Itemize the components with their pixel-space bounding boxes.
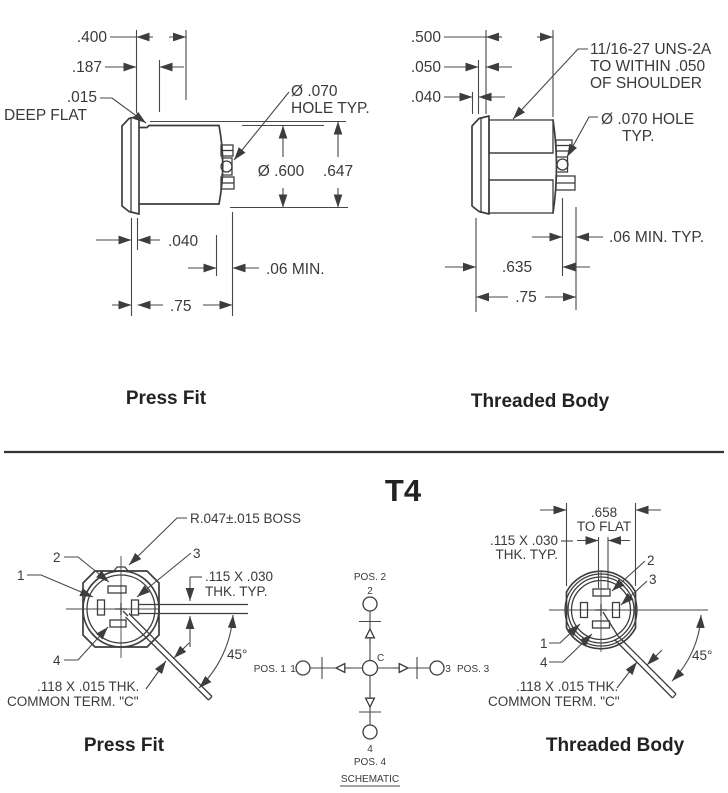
common-term-label-right-2: COMMON TERM. "C" (488, 694, 620, 709)
press-fit-front-view: R.047±.015 BOSS 2 1 3 4 .115 X .030 THK.… (7, 511, 301, 756)
schematic-pin2-label: 2 (367, 586, 373, 597)
terminal-thk-label-right-1: .115 X .030 (490, 533, 558, 548)
schematic-pos3-label: POS. 3 (457, 664, 490, 675)
dim-050-label: .050 (411, 59, 442, 76)
press-fit-front-caption: Press Fit (84, 735, 165, 756)
pin-3-label-right: 3 (649, 572, 657, 587)
dim-75-label-right: .75 (515, 289, 537, 306)
threaded-side-caption: Threaded Body (471, 391, 610, 412)
dim-040-label: .040 (411, 89, 442, 106)
dim-187-label: .187 (72, 59, 102, 76)
hole-typ-label-right: TYP. (622, 128, 654, 145)
press-fit-front-outline (66, 556, 160, 658)
dim-400-label: .400 (77, 29, 108, 46)
schematic-pos1-label: POS. 1 (254, 664, 287, 675)
dim-015-label: .015 (67, 89, 97, 106)
angle-45-label: 45° (227, 647, 247, 662)
schematic-common-label: C (377, 653, 384, 664)
schematic-pos4-label: POS. 4 (354, 757, 387, 768)
hole-typ-label: HOLE TYP. (291, 100, 370, 117)
pin-4-label-right: 4 (540, 655, 548, 670)
thread-spec-line3: OF SHOULDER (590, 75, 702, 92)
schematic-pin1-label: 1 (290, 664, 296, 675)
dim-500-label: .500 (411, 29, 442, 46)
schematic-pos2-label: POS. 2 (354, 572, 387, 583)
pin-1-label: 1 (17, 568, 25, 583)
pin-1-label-right: 1 (540, 636, 548, 651)
dim-06min-typ-label: .06 MIN. TYP. (609, 229, 704, 246)
boss-label: R.047±.015 BOSS (190, 511, 301, 526)
flat-dim-label: .658 (591, 505, 617, 520)
schematic-diagram: POS. 2 2 POS. 1 1 3 POS. 3 4 POS. 4 C SC… (254, 572, 490, 787)
pin-4-label: 4 (53, 653, 61, 668)
press-fit-body-outline (121, 115, 224, 215)
terminal-thk-label-1: .115 X .030 (205, 569, 273, 584)
threaded-dimension-lines (444, 30, 603, 312)
dim-635-label: .635 (502, 259, 532, 276)
threaded-body-outline (471, 115, 558, 215)
press-fit-front-pins (96, 585, 248, 701)
pin-3-label: 3 (193, 546, 201, 561)
threaded-front-dimensions (540, 503, 705, 689)
terminal-thk-label-2: THK. TYP. (205, 584, 268, 599)
schematic-caption: SCHEMATIC (341, 774, 399, 785)
page-title: T4 (385, 473, 422, 508)
deep-flat-label: DEEP FLAT (4, 107, 88, 124)
thread-spec-line1: 11/16-27 UNS-2A (590, 41, 712, 58)
threaded-body-front-view: .658 TO FLAT .115 X .030 THK. TYP. 2 3 1… (488, 503, 712, 756)
threaded-front-outline (549, 570, 708, 652)
common-term-label-right-1: .118 X .015 THK. (516, 679, 618, 694)
dim-06min-label: .06 MIN. (266, 261, 325, 278)
hole-dia-label: Ø .070 (291, 83, 338, 100)
to-flat-label: TO FLAT (577, 519, 631, 534)
dim-75-label: .75 (170, 298, 192, 315)
thread-spec-line2: TO WITHIN .050 (590, 58, 706, 75)
dia-600-label: Ø .600 (258, 163, 305, 180)
schematic-pin3-label: 3 (445, 664, 451, 675)
terminal-thk-label-right-2: THK. TYP. (495, 547, 558, 562)
pin-2-label-right: 2 (647, 553, 655, 568)
press-fit-terminals (220, 144, 235, 190)
dim-040-label: .040 (168, 233, 199, 250)
press-fit-front-dimensions (27, 517, 237, 690)
schematic-pin4-label: 4 (367, 744, 373, 755)
hole-dia-label-right: Ø .070 HOLE (601, 111, 694, 128)
common-term-label-2: COMMON TERM. "C" (7, 694, 139, 709)
press-fit-side-caption: Press Fit (126, 388, 207, 409)
threaded-terminals (555, 139, 576, 191)
pin-2-label: 2 (53, 550, 61, 565)
press-fit-side-view: .400 .187 .015 DEEP FLAT Ø .070 HOLE TYP… (4, 29, 370, 409)
threaded-body-side-view: .500 .050 .040 11/16-27 UNS-2A TO WITHIN… (411, 29, 712, 412)
common-term-label-1: .118 X .015 THK. (37, 679, 139, 694)
dim-647-label: .647 (323, 163, 353, 180)
press-fit-dimension-lines (96, 30, 348, 316)
angle-45-label-right: 45° (692, 648, 712, 663)
threaded-front-caption: Threaded Body (546, 735, 685, 756)
